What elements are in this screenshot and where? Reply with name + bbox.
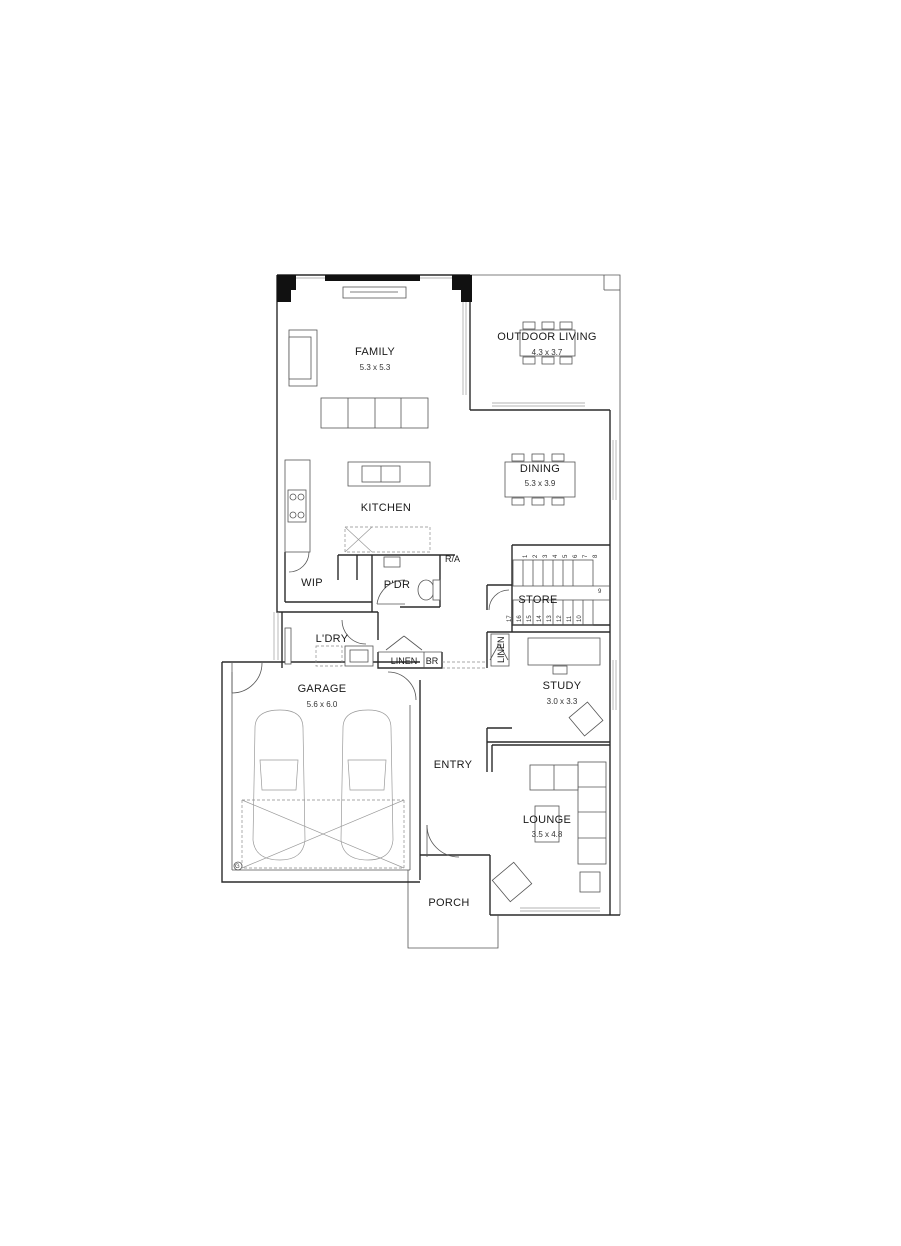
room-label-kitchen: KITCHEN xyxy=(361,502,411,514)
cooktop-icon xyxy=(287,489,307,523)
laundry-fixtures xyxy=(284,627,374,667)
stair-number: 6 xyxy=(573,554,579,558)
stair-number: 3 xyxy=(543,554,549,558)
room-dims-garage: 5.6 x 6.0 xyxy=(307,700,338,709)
armchair-icon xyxy=(568,701,604,737)
room-dims-lounge: 3.5 x 4.8 xyxy=(532,830,563,839)
desk-icon xyxy=(527,637,601,666)
stair-number: 15 xyxy=(527,615,533,622)
room-label-ldry: L'DRY xyxy=(316,633,349,645)
toilet-icon xyxy=(417,579,435,601)
room-label-porch: PORCH xyxy=(428,897,469,909)
stair-number: 12 xyxy=(557,615,563,622)
room-labels: FAMILY 5.3 x 5.3 OUTDOOR LIVING 4.3 x 3.… xyxy=(235,331,597,909)
room-label-entry: ENTRY xyxy=(434,759,473,771)
room-label-garage: GARAGE xyxy=(298,683,347,695)
kitchen-furniture xyxy=(287,461,431,553)
coffee-table-icon xyxy=(534,805,560,843)
dining-table-icon xyxy=(504,453,576,506)
garage-cars xyxy=(233,709,405,871)
room-label-outdoor-living: OUTDOOR LIVING xyxy=(497,331,597,343)
stair-number: 17 xyxy=(507,615,513,622)
stair-number: 2 xyxy=(533,554,539,558)
room-dims-outdoor-living: 4.3 x 3.7 xyxy=(532,348,563,357)
room-dims-study: 3.0 x 3.3 xyxy=(547,697,578,706)
fireplace-icon xyxy=(342,286,407,299)
doors xyxy=(231,551,510,858)
room-label-lounge: LOUNGE xyxy=(523,814,571,826)
sofa-icon xyxy=(320,397,429,429)
stair-number: 8 xyxy=(593,554,599,558)
room-label-br: BR xyxy=(426,656,439,666)
room-label-pdr: P'DR xyxy=(384,579,411,591)
room-label-ra: R/A xyxy=(445,554,460,564)
outer-walls xyxy=(221,274,621,949)
car-icon xyxy=(252,709,306,861)
stair-number: 11 xyxy=(567,615,573,622)
stair-landing-number: 9 xyxy=(598,589,602,595)
stair-number: 4 xyxy=(553,554,559,558)
pdr-fixtures xyxy=(383,556,441,601)
room-label-linen-vertical: LINEN xyxy=(496,636,506,663)
stairs: 1 2 3 4 5 6 7 8 9 17 16 15 14 13 12 11 1… xyxy=(507,554,610,626)
garage-marker-icon: G xyxy=(235,864,240,870)
room-label-wip: WIP xyxy=(301,577,323,589)
stair-number: 10 xyxy=(577,615,583,622)
armchair-icon xyxy=(491,861,533,903)
stair-number: 5 xyxy=(563,554,569,558)
room-label-dining: DINING xyxy=(520,463,560,475)
stair-number: 16 xyxy=(517,615,523,622)
lounge-furniture xyxy=(491,761,607,903)
study-furniture xyxy=(527,637,604,737)
windows xyxy=(273,277,617,912)
car-icon xyxy=(340,709,394,861)
stair-number: 7 xyxy=(583,554,589,558)
room-label-family: FAMILY xyxy=(355,346,395,358)
stair-number: 14 xyxy=(537,615,543,622)
outdoor-table-icon xyxy=(519,321,576,365)
basin-icon xyxy=(383,556,401,568)
room-label-linen: LINEN xyxy=(391,656,418,666)
room-label-store: STORE xyxy=(518,594,557,606)
stair-number: 13 xyxy=(547,615,553,622)
room-dims-family: 5.3 x 5.3 xyxy=(360,363,391,372)
sofa-icon xyxy=(577,761,607,865)
family-furniture xyxy=(288,329,429,429)
stair-number: 1 xyxy=(523,554,529,558)
room-dims-dining: 5.3 x 3.9 xyxy=(525,479,556,488)
room-label-study: STUDY xyxy=(543,680,582,692)
corner-pillars xyxy=(277,275,472,302)
